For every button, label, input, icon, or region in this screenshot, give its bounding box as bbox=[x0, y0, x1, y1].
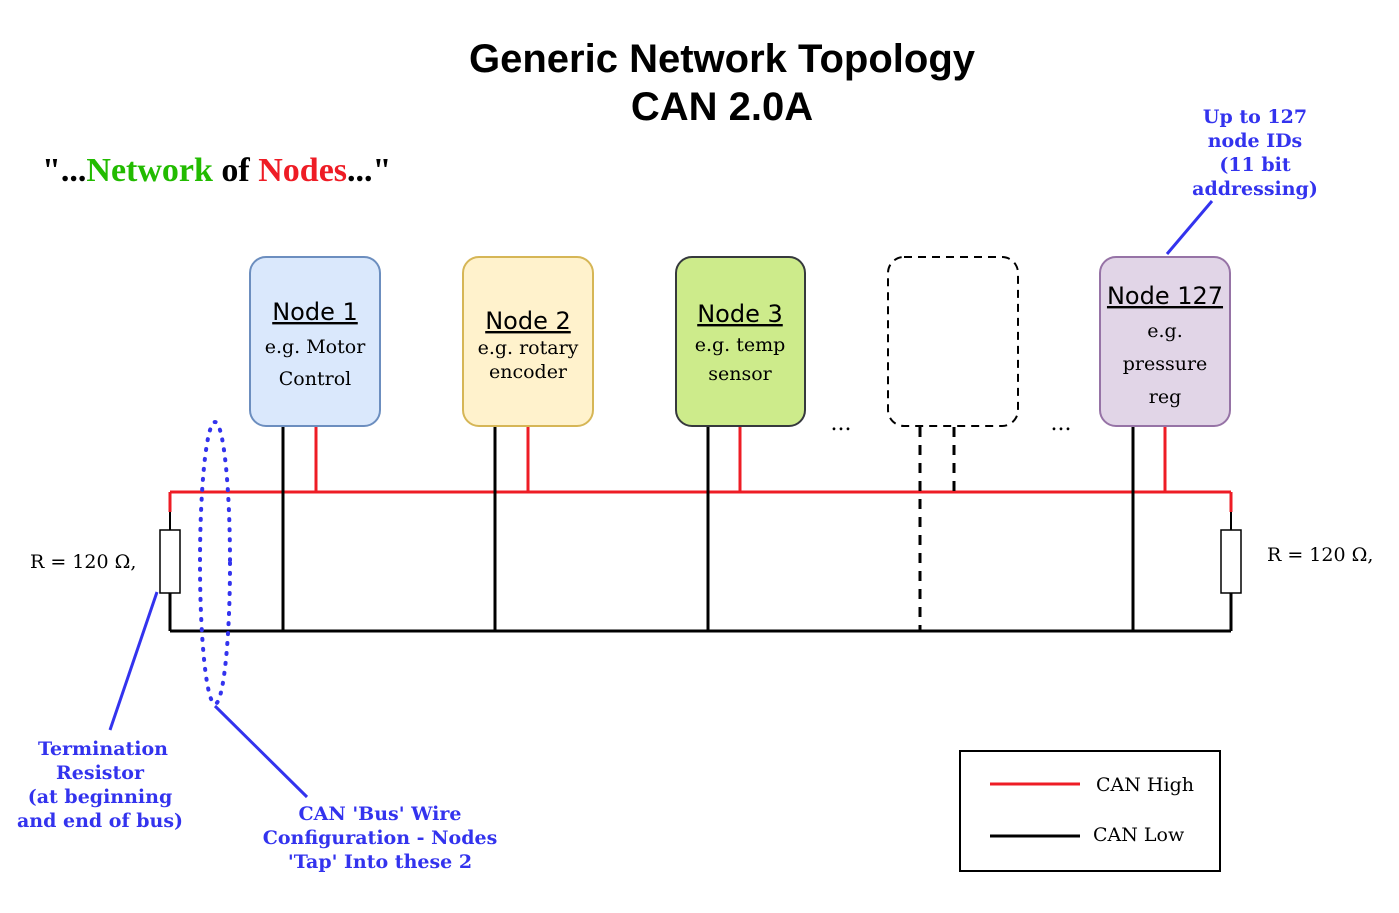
node-ids-note-line-4: addressing) bbox=[1192, 178, 1318, 200]
legend: CAN High CAN Low bbox=[959, 750, 1221, 872]
node-1-title: Node 1 bbox=[272, 298, 358, 326]
termination-note-line-1: Termination bbox=[38, 738, 168, 760]
tagline-of: of bbox=[213, 152, 258, 189]
legend-can-low-label: CAN Low bbox=[1093, 824, 1185, 846]
bus-wire-leader-line bbox=[213, 704, 309, 799]
node-127-desc-line-3: reg bbox=[1149, 386, 1182, 408]
node-1-desc-line-2: Control bbox=[279, 368, 351, 390]
node-2: Node 2 e.g. rotary encoder bbox=[462, 256, 594, 427]
node-3-desc-line-1: e.g. temp bbox=[695, 334, 786, 356]
right-termination-resistor bbox=[1220, 492, 1242, 631]
termination-note-line-2: Resistor bbox=[56, 762, 145, 784]
node-ids-note-line-2: node IDs bbox=[1208, 130, 1303, 152]
tagline-open: "... bbox=[42, 152, 86, 189]
bus-wire-note-line-2: Configuration - Nodes bbox=[263, 827, 498, 849]
left-termination-resistor bbox=[159, 492, 181, 631]
diagram-subtitle: CAN 2.0A bbox=[631, 85, 813, 129]
node-ids-note-line-1: Up to 127 bbox=[1203, 106, 1307, 128]
node-127: Node 127 e.g. pressure reg bbox=[1099, 256, 1231, 427]
bus-wire-note: CAN 'Bus' Wire Configuration - Nodes 'Ta… bbox=[263, 803, 498, 873]
tagline-nodes: Nodes bbox=[258, 152, 347, 189]
node-127-title: Node 127 bbox=[1107, 282, 1223, 310]
node-1-box bbox=[249, 256, 381, 427]
termination-note: Termination Resistor (at beginning and e… bbox=[17, 738, 183, 832]
termination-leader-line bbox=[108, 591, 159, 731]
node-1-taps bbox=[281, 427, 318, 631]
node-2-desc-line-1: e.g. rotary bbox=[478, 337, 579, 359]
node-2-box bbox=[462, 256, 594, 427]
node-2-title: Node 2 bbox=[485, 307, 571, 335]
node-3-box bbox=[675, 256, 806, 427]
tagline-network: Network bbox=[86, 152, 213, 189]
can-bus bbox=[170, 490, 1231, 633]
node-3-taps bbox=[706, 427, 742, 631]
node-ids-note-line-3: (11 bit bbox=[1219, 154, 1291, 176]
node-3-desc-line-2: sensor bbox=[708, 363, 772, 385]
node-127-box bbox=[1099, 256, 1231, 427]
bus-wire-note-line-1: CAN 'Bus' Wire bbox=[299, 803, 462, 825]
node-3-title: Node 3 bbox=[697, 300, 783, 328]
node-127-taps bbox=[1131, 427, 1167, 631]
placeholder-node bbox=[887, 256, 1019, 427]
legend-can-high-label: CAN High bbox=[1096, 774, 1194, 796]
node-ids-leader-line bbox=[1165, 200, 1214, 255]
node-2-desc-line-2: encoder bbox=[489, 361, 568, 383]
ellipsis-1: ... bbox=[831, 411, 852, 436]
node-127-desc-line-1: e.g. bbox=[1147, 320, 1183, 342]
termination-note-line-3: (at beginning bbox=[28, 786, 173, 808]
right-resistor-label: R = 120 Ω, bbox=[1267, 544, 1373, 566]
placeholder-node-taps bbox=[918, 427, 956, 631]
tagline: "...Network of Nodes..." bbox=[42, 152, 391, 189]
bus-wire-note-line-3: 'Tap' Into these 2 bbox=[288, 851, 472, 873]
node-1-desc-line-1: e.g. Motor bbox=[265, 336, 366, 358]
diagram-title: Generic Network Topology bbox=[469, 37, 976, 81]
termination-note-line-4: and end of bus) bbox=[17, 810, 183, 832]
ellipsis-2: ... bbox=[1051, 411, 1072, 436]
node-3: Node 3 e.g. temp sensor bbox=[675, 256, 806, 427]
left-resistor-label: R = 120 Ω, bbox=[30, 551, 136, 573]
node-2-taps bbox=[493, 427, 530, 631]
tagline-close: ..." bbox=[347, 152, 391, 189]
placeholder-node-box bbox=[887, 256, 1019, 427]
bus-wire-highlight-ellipse bbox=[198, 420, 232, 706]
legend-box bbox=[959, 750, 1221, 872]
node-127-desc-line-2: pressure bbox=[1123, 353, 1208, 375]
node-ids-note: Up to 127 node IDs (11 bit addressing) bbox=[1192, 106, 1318, 200]
node-1: Node 1 e.g. Motor Control bbox=[249, 256, 381, 427]
